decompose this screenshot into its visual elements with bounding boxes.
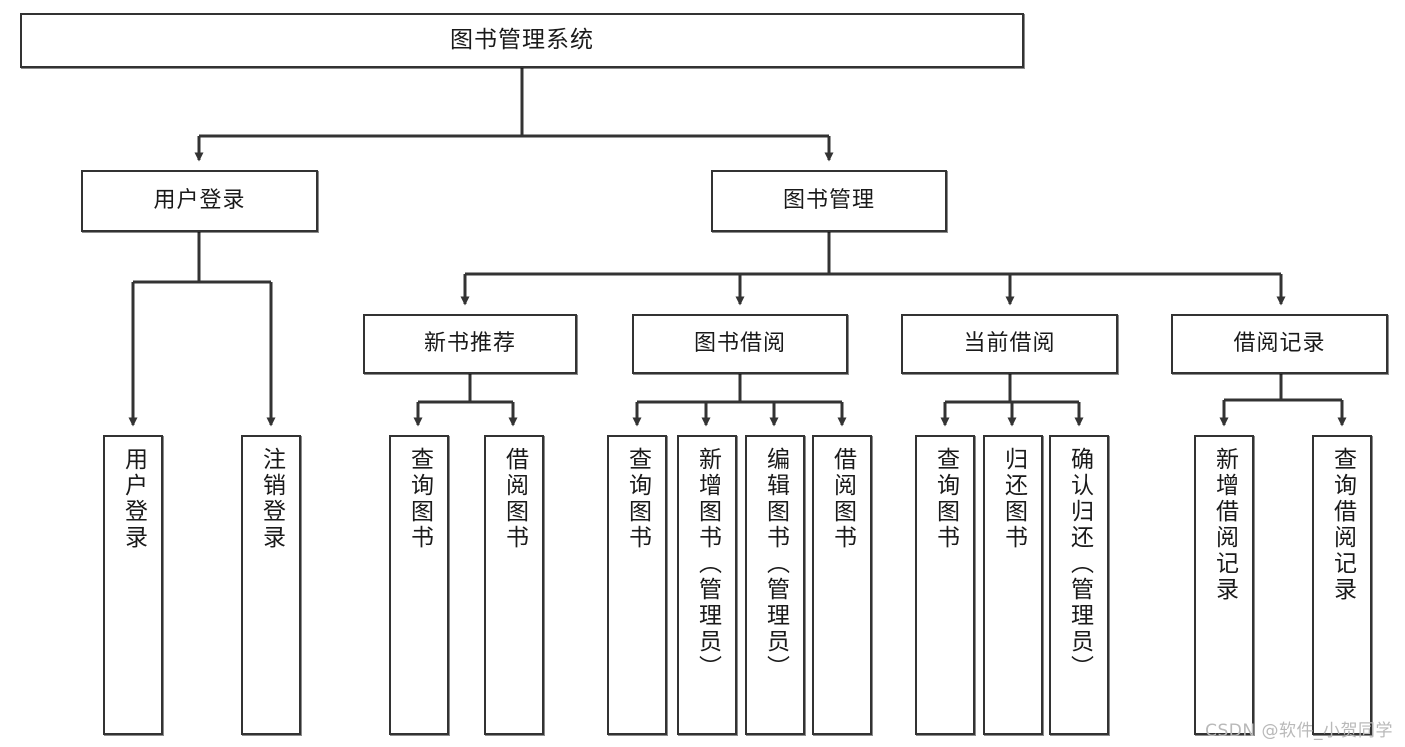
leaf-borrow-borrow-books[interactable]: 借阅图书 <box>812 435 872 735</box>
node-label: 确认归还（管理员） <box>1066 447 1093 681</box>
watermark-text: CSDN @软件_小贺同学 <box>1205 721 1393 741</box>
node-label: 用户登录 <box>120 447 147 551</box>
node-root-book-management-system[interactable]: 图书管理系统 <box>20 13 1024 68</box>
node-current-borrowing[interactable]: 当前借阅 <box>901 314 1118 374</box>
node-new-book-recommendation[interactable]: 新书推荐 <box>363 314 577 374</box>
node-label: 查询图书 <box>406 447 433 551</box>
node-label: 图书借阅 <box>693 330 786 356</box>
node-label: 当前借阅 <box>963 330 1056 356</box>
leaf-borrow-query-books[interactable]: 查询图书 <box>607 435 667 735</box>
leaf-record-query-borrow-record[interactable]: 查询借阅记录 <box>1312 435 1372 735</box>
node-label: 图书管理系统 <box>450 26 594 53</box>
node-label: 图书管理 <box>782 187 875 213</box>
leaf-borrow-add-book-admin[interactable]: 新增图书（管理员） <box>677 435 737 735</box>
leaf-newbook-query-books[interactable]: 查询图书 <box>389 435 449 735</box>
leaf-logout[interactable]: 注销登录 <box>241 435 301 735</box>
node-label: 注销登录 <box>258 447 285 551</box>
node-label: 借阅记录 <box>1233 330 1326 356</box>
leaf-current-return-books[interactable]: 归还图书 <box>983 435 1043 735</box>
node-label: 借阅图书 <box>829 447 856 551</box>
node-user-login[interactable]: 用户登录 <box>81 170 318 232</box>
node-label: 新书推荐 <box>423 330 516 356</box>
node-label: 新增图书（管理员） <box>694 447 721 681</box>
node-book-borrowing[interactable]: 图书借阅 <box>632 314 848 374</box>
node-label: 查询图书 <box>624 447 651 551</box>
node-book-management[interactable]: 图书管理 <box>711 170 947 232</box>
node-label: 查询图书 <box>932 447 959 551</box>
node-label: 用户登录 <box>153 187 246 213</box>
leaf-record-add-borrow-record[interactable]: 新增借阅记录 <box>1194 435 1254 735</box>
node-label: 借阅图书 <box>501 447 528 551</box>
node-borrowing-record[interactable]: 借阅记录 <box>1171 314 1388 374</box>
leaf-newbook-borrow-books[interactable]: 借阅图书 <box>484 435 544 735</box>
node-label: 归还图书 <box>1000 447 1027 551</box>
node-label: 编辑图书（管理员） <box>762 447 789 681</box>
node-label: 新增借阅记录 <box>1211 447 1238 603</box>
node-label: 查询借阅记录 <box>1329 447 1356 603</box>
leaf-current-query-books[interactable]: 查询图书 <box>915 435 975 735</box>
leaf-user-login[interactable]: 用户登录 <box>103 435 163 735</box>
leaf-borrow-edit-book-admin[interactable]: 编辑图书（管理员） <box>745 435 805 735</box>
leaf-current-confirm-return-admin[interactable]: 确认归还（管理员） <box>1049 435 1109 735</box>
